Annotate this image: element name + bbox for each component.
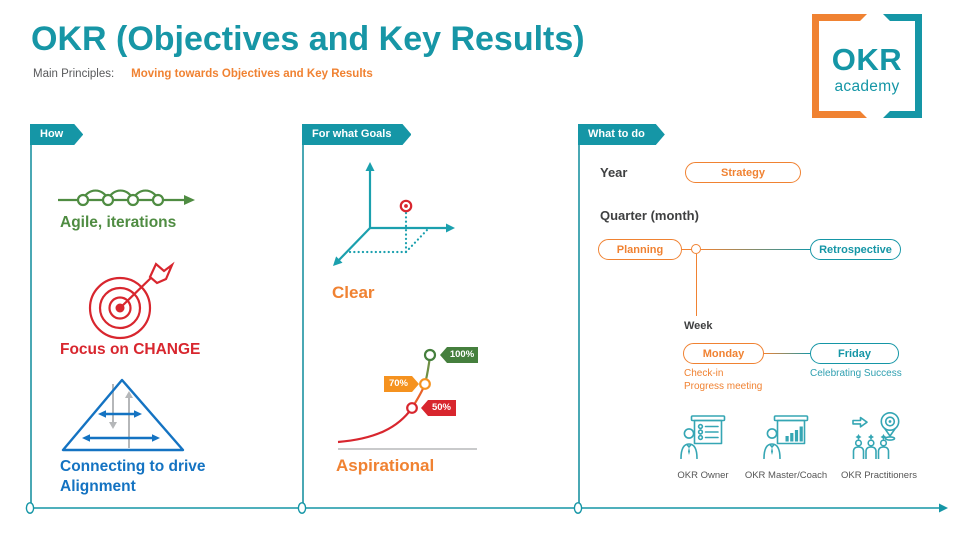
monday-note-line2: Progress meeting (684, 381, 763, 392)
alignment-triangle-icon (61, 378, 185, 452)
column-line-3 (578, 145, 580, 503)
retrospective-button[interactable]: Retrospective (810, 239, 901, 260)
friday-button[interactable]: Friday (810, 343, 899, 364)
subtitle-value: Moving towards Objectives and Key Result… (131, 68, 373, 80)
label-aspirational: Aspirational (336, 456, 435, 475)
planning-connector (682, 248, 692, 251)
week-label: Week (684, 320, 713, 332)
subtitle: Main Principles: Moving towards Objectiv… (33, 68, 373, 80)
strategy-button[interactable]: Strategy (685, 162, 801, 183)
column-line-1 (30, 145, 32, 503)
milestone-tag-100: 100% (440, 347, 478, 363)
iterations-arrow-icon (58, 189, 195, 207)
label-focus-on-change: Focus on CHANGE (60, 341, 201, 358)
presenter-chart-icon (763, 415, 809, 459)
target-dart-icon (88, 261, 175, 340)
quarter-label: Quarter (month) (600, 208, 699, 223)
label-connecting-alignment: Connecting to drive Alignment (60, 458, 206, 495)
team-target-icon (852, 412, 900, 459)
role-label-master-coach: OKR Master/Coach (744, 470, 828, 481)
monday-button[interactable]: Monday (683, 343, 764, 364)
column-line-2 (302, 145, 304, 503)
banner-for-what-goals: For what Goals (302, 124, 411, 145)
connector-node (691, 244, 701, 254)
okr-academy-logo: OKR academy (810, 12, 924, 120)
role-label-practitioners: OKR Practitioners (840, 470, 918, 481)
growth-curve-icon (337, 348, 477, 450)
label-agile-iterations: Agile, iterations (60, 214, 177, 231)
logo-brackets-icon (812, 14, 922, 118)
banner-what-to-do: What to do (578, 124, 665, 145)
friday-note: Celebrating Success (810, 368, 902, 379)
banner-how: How (30, 124, 83, 145)
planning-button[interactable]: Planning (598, 239, 682, 260)
quarter-connector (701, 248, 810, 251)
logo-subtext: academy (834, 78, 900, 95)
milestone-tag-50: 50% (421, 400, 456, 416)
milestone-tag-70: 70% (384, 376, 419, 392)
xyz-axes-point-icon (333, 162, 455, 266)
subtitle-label: Main Principles: (33, 68, 115, 80)
year-label: Year (600, 165, 628, 180)
logo-text: OKR (831, 42, 903, 77)
presenter-checklist-icon (680, 415, 726, 459)
week-connector (764, 352, 810, 355)
quarter-to-week-line (695, 254, 698, 316)
label-clear: Clear (332, 283, 375, 302)
page-title: OKR (Objectives and Key Results) (31, 20, 585, 58)
monday-note: Check-in Progress meeting (684, 367, 762, 393)
role-label-owner: OKR Owner (677, 470, 729, 481)
monday-note-line1: Check-in (684, 368, 724, 379)
bottom-timeline-arrow (25, 502, 948, 514)
